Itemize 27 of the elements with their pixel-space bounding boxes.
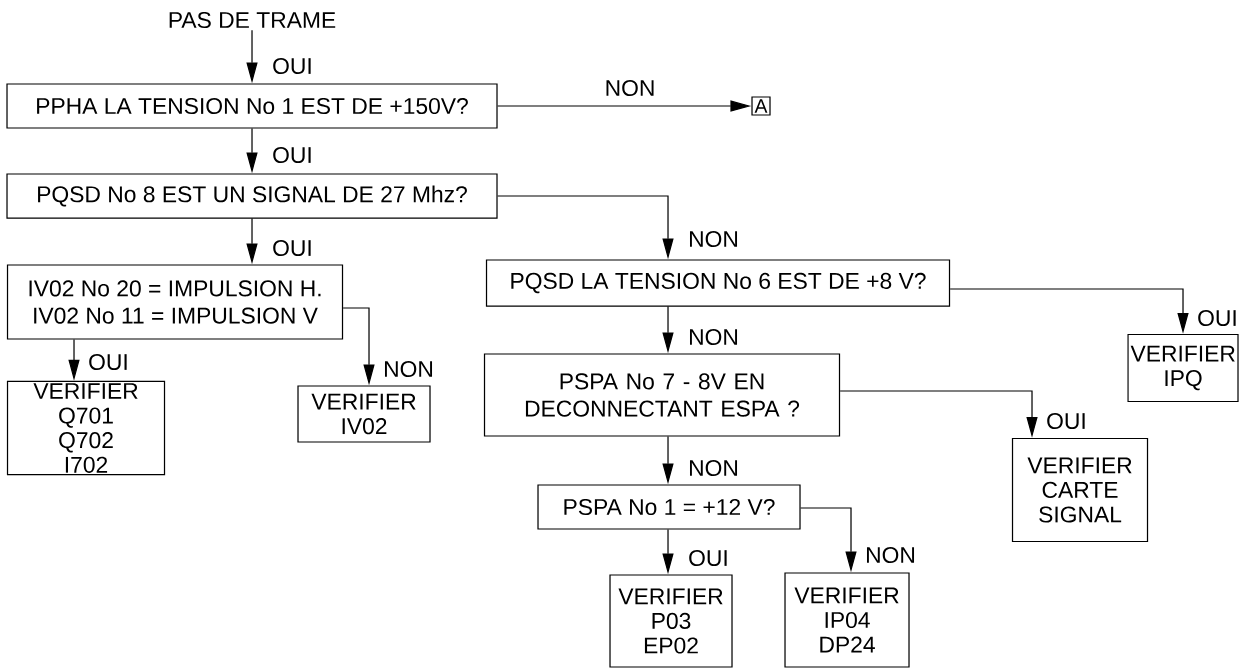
edge-label: OUI — [1044, 411, 1089, 431]
action-box: VERIFIER IP04 DP24 — [784, 572, 910, 668]
decision-box: PPHA LA TENSION No 1 EST DE +150V? — [6, 83, 498, 129]
edge-label: OUI — [686, 548, 731, 568]
edge-label: NON — [686, 327, 741, 347]
connector-box: A — [751, 96, 771, 116]
edge-label: NON — [863, 545, 918, 565]
edge-label: NON — [381, 359, 436, 379]
decision-box: PQSD No 8 EST UN SIGNAL DE 27 Mhz? — [6, 173, 498, 219]
action-box: VERIFIER IPQ — [1127, 333, 1239, 403]
decision-box: PQSD LA TENSION No 6 EST DE +8 V? — [485, 259, 951, 307]
edge-label: NON — [602, 78, 658, 98]
decision-box: PSPA No 7 - 8V EN DECONNECTANT ESPA ? — [483, 353, 841, 437]
edge-label: OUI — [1195, 308, 1239, 328]
action-box: VERIFIER P03 EP02 — [609, 574, 733, 668]
edge-label: NON — [686, 458, 741, 478]
edge-label: OUI — [270, 56, 315, 76]
action-box: VERIFIER CARTE SIGNAL — [1011, 437, 1149, 543]
edge-label: NON — [686, 229, 741, 249]
action-box: VERIFIER Q701 Q702 I702 — [6, 380, 166, 476]
start-text: PAS DE TRAME — [169, 11, 336, 29]
edge-label: OUI — [86, 352, 131, 372]
decision-box: PSPA No 1 = +12 V? — [537, 484, 801, 530]
decision-box: IV02 No 20 = IMPULSION H. IV02 No 11 = IMPULSION V — [6, 264, 344, 340]
edge-label: OUI — [270, 145, 315, 165]
edge-label: OUI — [270, 238, 315, 258]
action-box: VERIFIER IV02 — [297, 385, 431, 443]
